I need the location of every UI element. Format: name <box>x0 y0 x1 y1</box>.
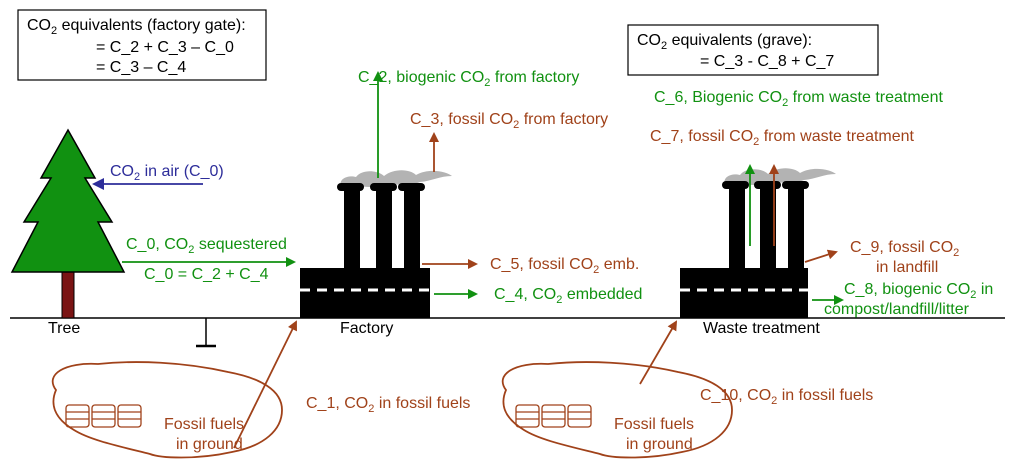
grave-line1: = C_3 - C_8 + C_7 <box>700 53 834 70</box>
fossil-fuels-left: Fossil fuels in ground <box>51 361 283 459</box>
c2-label: C_2, biogenic CO2 from factory <box>358 69 579 89</box>
c9-arrow <box>804 249 838 263</box>
c7-label: C_7, fossil CO2 from waste treatment <box>650 128 915 148</box>
barrel-icon <box>515 404 592 428</box>
waste-treatment-label: Waste treatment <box>703 320 820 337</box>
c10-arrow <box>639 320 678 385</box>
c0-formula: C_0 = C_2 + C_4 <box>144 266 269 283</box>
c10-label: C_10, CO2 in fossil fuels <box>700 387 873 407</box>
factory-icon <box>300 170 452 318</box>
fossil-fuels-right-line1: Fossil fuels <box>614 416 694 433</box>
c1-label: C_1, CO2 in fossil fuels <box>306 395 470 415</box>
c0-label: C_0, CO2 sequestered <box>126 236 287 256</box>
c5-label: C_5, fossil CO2 emb. <box>490 256 639 276</box>
factory-gate-title: CO2 equivalents (factory gate): <box>27 17 246 37</box>
fossil-fuels-left-line1: Fossil fuels <box>164 416 244 433</box>
tree-label: Tree <box>48 320 80 337</box>
barrel-icon <box>65 404 142 428</box>
factory-label: Factory <box>340 320 393 337</box>
factory-gate-line2: = C_3 – C_4 <box>96 59 186 76</box>
fossil-fuels-right: Fossil fuels in ground <box>501 361 733 459</box>
c4-label: C_4, CO2 embedded <box>494 286 642 306</box>
c8-label-line2: compost/landfill/litter <box>824 301 970 318</box>
smoke-icon <box>340 170 452 189</box>
ground-marker <box>196 318 216 348</box>
grave-equation-box: CO2 equivalents (grave): = C_3 - C_8 + C… <box>627 24 879 76</box>
waste-treatment-icon <box>680 168 836 318</box>
factory-gate-line1: = C_2 + C_3 – C_0 <box>96 39 234 56</box>
c9-label-line2: in landfill <box>876 259 938 276</box>
c3-label: C_3, fossil CO2 from factory <box>410 111 608 131</box>
air-label: CO2 in air (C_0) <box>110 163 224 183</box>
c9-label-line1: C_9, fossil CO2 <box>850 239 959 259</box>
c1-arrow <box>233 320 297 449</box>
factory-gate-equation-box: CO2 equivalents (factory gate): = C_2 + … <box>17 9 267 81</box>
fossil-fuels-right-line2: in ground <box>626 436 693 453</box>
grave-title: CO2 equivalents (grave): <box>637 32 812 52</box>
fossil-fuels-left-line2: in ground <box>176 436 243 453</box>
c8-label-line1: C_8, biogenic CO2 in <box>844 281 993 301</box>
tree-icon <box>10 128 126 319</box>
c6-label: C_6, Biogenic CO2 from waste treatment <box>654 89 943 109</box>
